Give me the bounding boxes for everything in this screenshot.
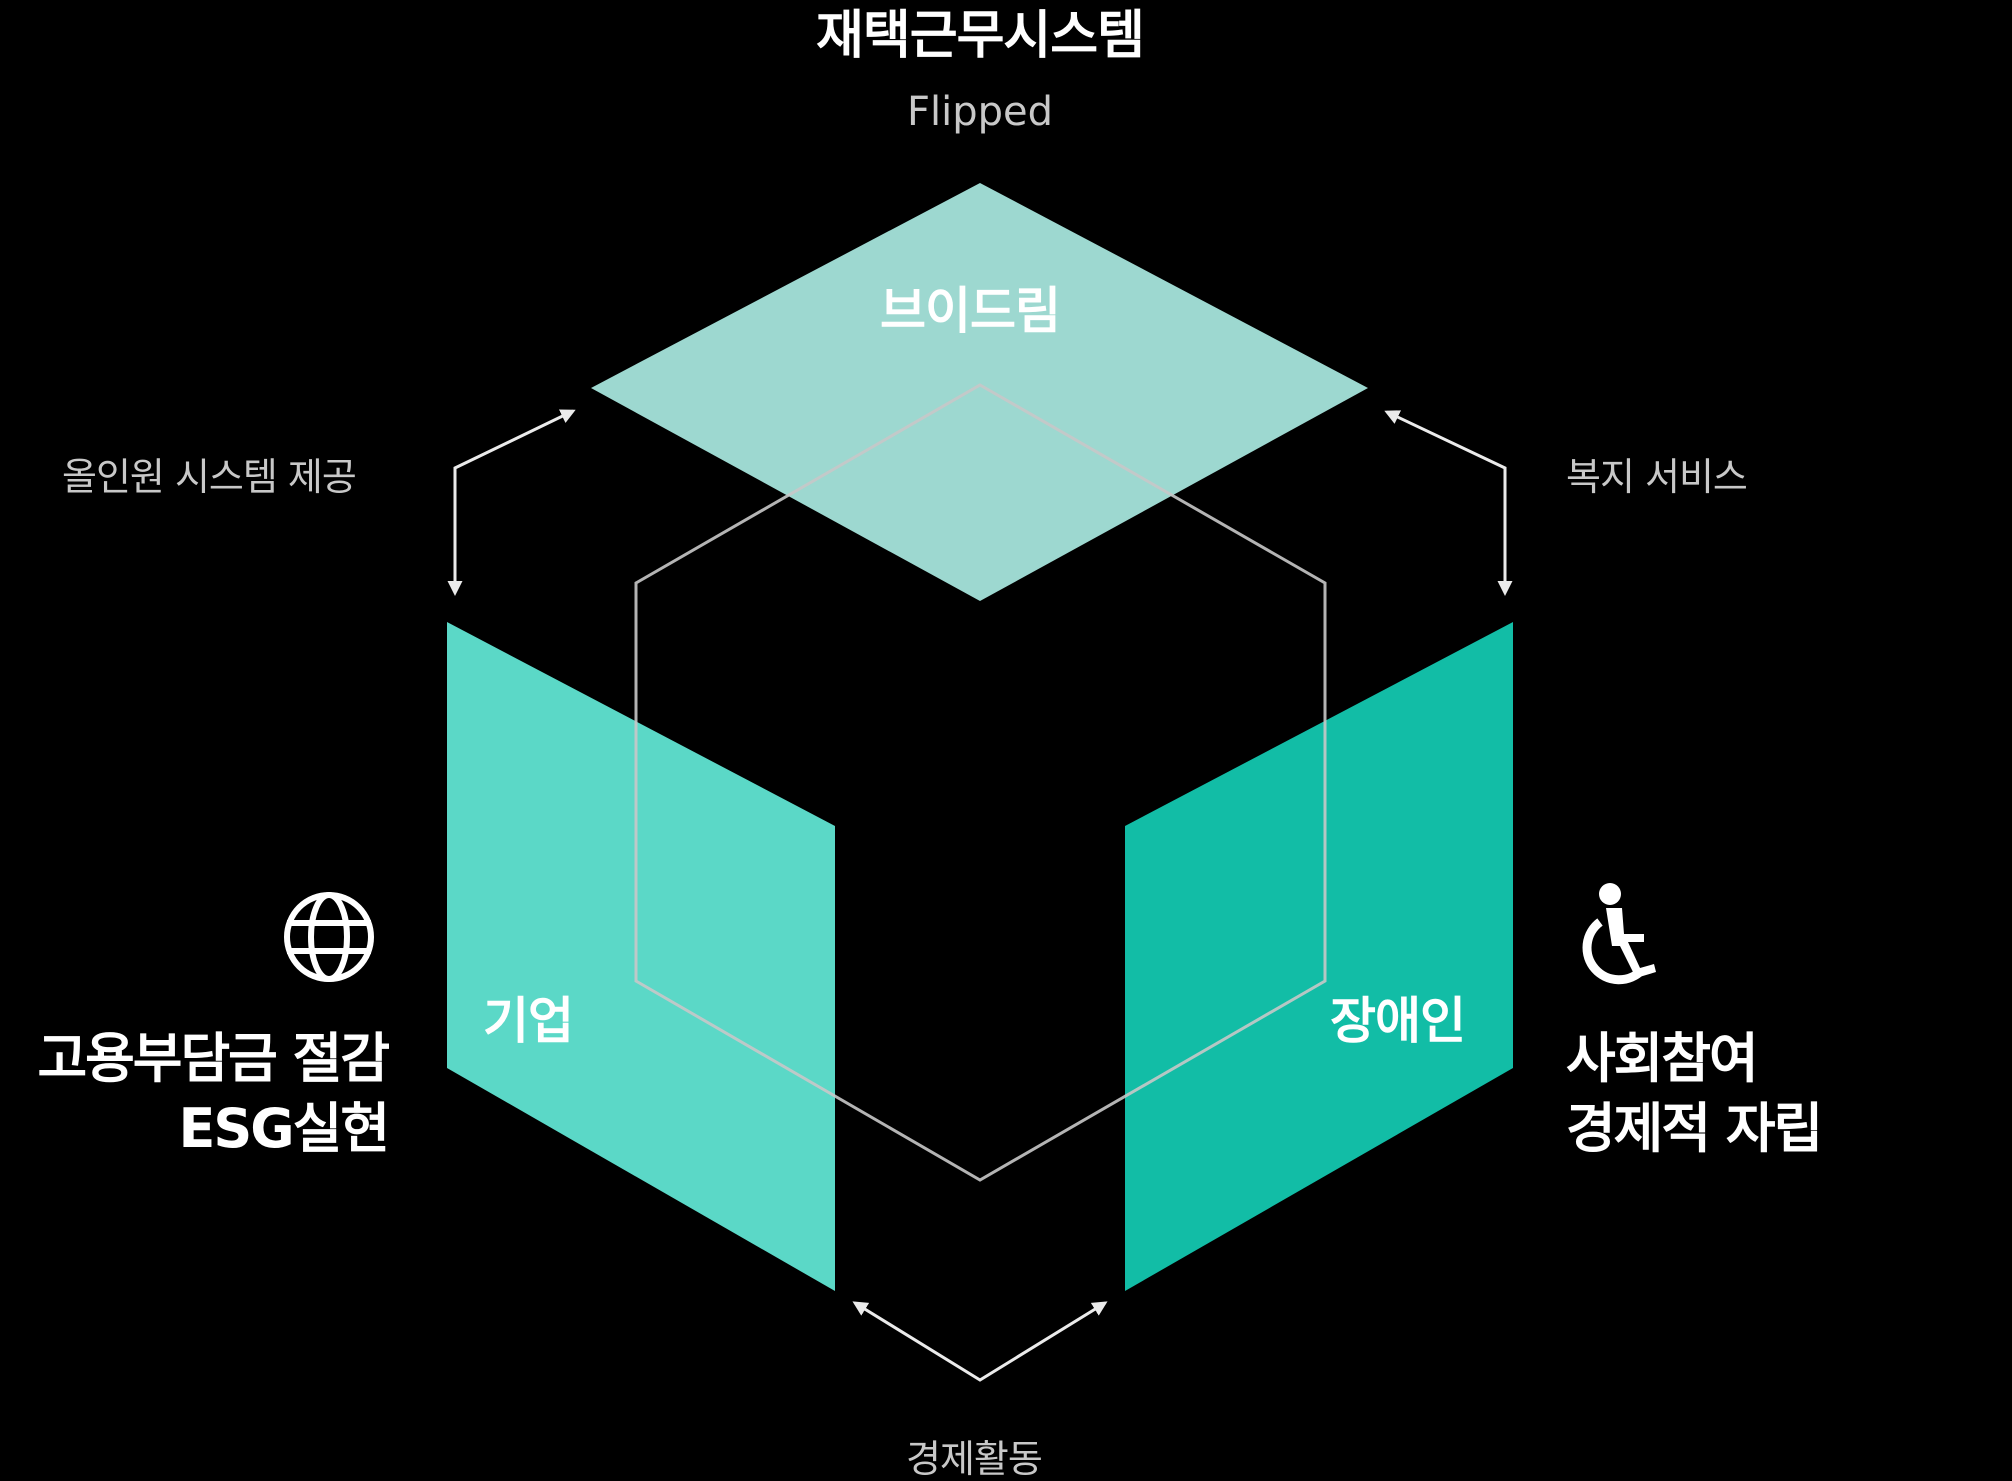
- disabled-benefit-line-1: 사회참여: [1566, 1027, 1759, 1090]
- diagram-title: 재택근무시스템: [816, 6, 1145, 66]
- right-face-label: 장애인: [1330, 992, 1466, 1050]
- company-benefit-line-2: ESG실현: [178, 1097, 390, 1160]
- arrow-top-right: [1384, 410, 1513, 596]
- edge-label-top-left: 올인원 시스템 제공: [62, 455, 357, 499]
- wheelchair-icon: [1578, 882, 1678, 992]
- edge-label-top-right: 복지 서비스: [1566, 455, 1748, 499]
- top-face-label: 브이드림: [880, 282, 1061, 340]
- right-face-disabled: [1125, 622, 1513, 1291]
- arrow-bottom: [852, 1301, 1108, 1382]
- company-benefits: 고용부담금 절감 ESG실현: [37, 1024, 390, 1164]
- disabled-benefits: 사회참여 경제적 자립: [1566, 1024, 1823, 1164]
- company-benefit-line-1: 고용부담금 절감: [37, 1027, 390, 1090]
- edge-label-bottom: 경제활동: [906, 1437, 1043, 1481]
- hexagon-outline: [634, 383, 1327, 1182]
- disabled-benefit-line-2: 경제적 자립: [1566, 1097, 1823, 1160]
- top-face-brand: [591, 183, 1368, 601]
- left-face-company: [447, 622, 835, 1291]
- left-face-label: 기업: [483, 992, 574, 1050]
- globe-icon: [283, 891, 375, 983]
- arrow-top-left: [447, 409, 576, 596]
- diagram-subtitle: Flipped: [906, 89, 1053, 135]
